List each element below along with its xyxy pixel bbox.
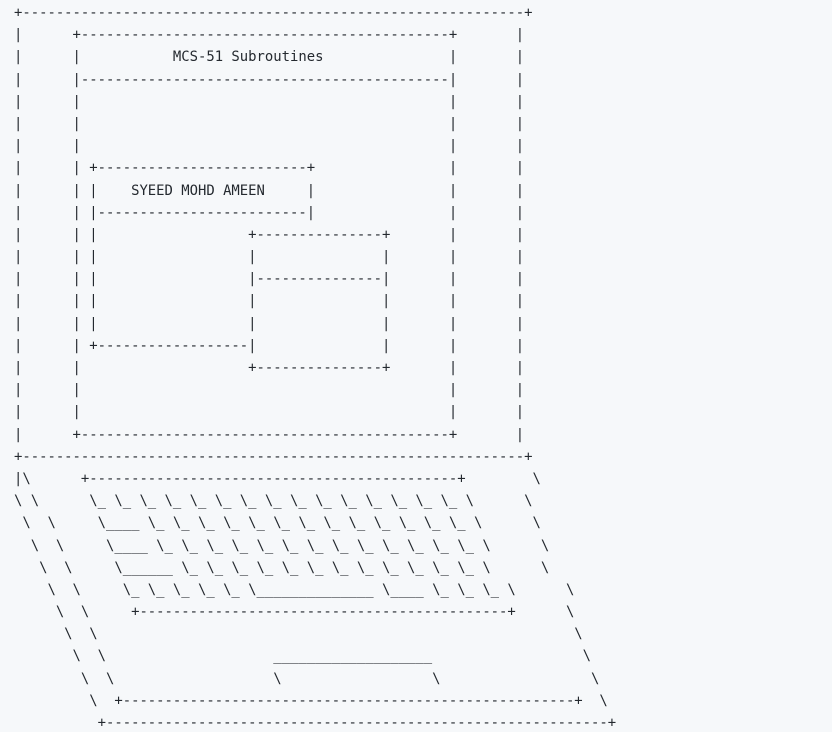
art-line: +---------------------------------------…: [14, 448, 533, 465]
art-line: +---------------------------------------…: [14, 715, 617, 731]
art-line: \ \ \_ \_ \_ \_ \_ \_ \_ \_ \_ \_ \_ \_ …: [14, 493, 533, 510]
art-line: \ \ \: [14, 626, 583, 643]
art-line: | | | |: [14, 404, 525, 421]
art-line: | | | |: [14, 115, 525, 132]
art-line: \ \ \ \ \: [14, 670, 600, 687]
art-line: | +-------------------------------------…: [14, 27, 525, 44]
art-line: \ \ \_ \_ \_ \_ \_ \______________ \____…: [14, 581, 575, 598]
art-line: | | +-------------------------+ | |: [14, 160, 525, 177]
art-line: | | | |: [14, 382, 525, 399]
art-line: | | | SYEED MOHD AMEEN | | |: [14, 182, 525, 199]
art-line: | | | | | | |: [14, 249, 525, 266]
art-line: | | | | | | |: [14, 315, 525, 332]
art-line: | | | | | | |: [14, 293, 525, 310]
art-line: | | | |: [14, 93, 525, 110]
art-line: \ \ +-----------------------------------…: [14, 604, 575, 621]
art-line: | | | +---------------+ | |: [14, 226, 525, 243]
art-line: | | +---------------+ | |: [14, 360, 525, 376]
art-line: | | +------------------| | | |: [14, 337, 525, 354]
art-line: \ \ \______ \_ \_ \_ \_ \_ \_ \_ \_ \_ \…: [14, 559, 550, 576]
art-line: \ +-------------------------------------…: [14, 692, 608, 709]
ascii-laptop-art: +---------------------------------------…: [14, 2, 616, 732]
art-line: | | | |: [14, 138, 525, 155]
art-line: \ \ \____ \_ \_ \_ \_ \_ \_ \_ \_ \_ \_ …: [14, 537, 550, 554]
art-line: +---------------------------------------…: [14, 5, 533, 21]
art-line: | | |-------------------------| | |: [14, 204, 525, 221]
art-line: | | MCS-51 Subroutines | |: [14, 49, 525, 66]
art-line: | | | |---------------| | |: [14, 271, 525, 288]
art-line: | +-------------------------------------…: [14, 426, 525, 443]
art-line: |\ +------------------------------------…: [14, 470, 541, 487]
art-line: \ \ \____ \_ \_ \_ \_ \_ \_ \_ \_ \_ \_ …: [14, 515, 541, 532]
art-line: \ \ ___________________ \: [14, 648, 592, 665]
art-line: | |-------------------------------------…: [14, 71, 525, 88]
